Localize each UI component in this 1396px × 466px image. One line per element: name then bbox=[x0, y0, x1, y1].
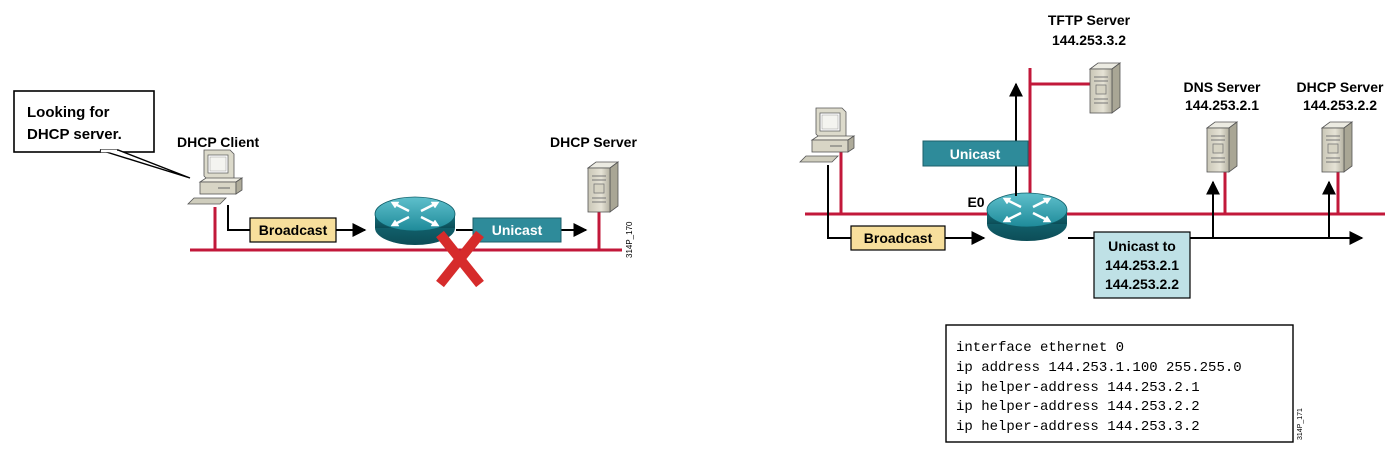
svg-text:144.253.2.1: 144.253.2.1 bbox=[1105, 257, 1179, 273]
callout-line-2: DHCP server. bbox=[27, 126, 122, 143]
config-line: ip helper-address 144.253.2.1 bbox=[956, 380, 1200, 396]
svg-text:Unicast to: Unicast to bbox=[1108, 238, 1176, 254]
left-broadcast-text: Broadcast bbox=[259, 222, 328, 238]
dns-server-label: DNS Server 144.253.2.1 bbox=[1183, 79, 1261, 113]
right-router-icon bbox=[985, 191, 1069, 243]
svg-text:144.253.2.2: 144.253.2.2 bbox=[1303, 97, 1377, 113]
interface-e0-label: E0 bbox=[967, 194, 984, 210]
right-broadcast-box: Broadcast bbox=[850, 225, 946, 251]
svg-text:DHCP Server: DHCP Server bbox=[1297, 79, 1384, 95]
tftp-server-icon bbox=[1089, 62, 1121, 114]
dhcp-server-icon bbox=[1321, 121, 1353, 173]
left-unicast-text: Unicast bbox=[492, 222, 543, 238]
router-config-box: interface ethernet 0 ip address 144.253.… bbox=[945, 324, 1294, 443]
svg-text:144.253.2.1: 144.253.2.1 bbox=[1185, 97, 1259, 113]
callout-looking-for-dhcp: Looking for DHCP server. bbox=[13, 90, 191, 179]
left-broadcast-box: Broadcast bbox=[249, 217, 337, 243]
left-figure-id: 314P_170 bbox=[625, 221, 634, 258]
callout-line-1: Looking for bbox=[27, 104, 110, 121]
svg-text:144.253.2.2: 144.253.2.2 bbox=[1105, 276, 1179, 292]
left-diagram: Looking for DHCP server. DHCP Client Bro… bbox=[13, 90, 637, 288]
right-workstation-icon bbox=[799, 107, 855, 163]
tftp-server-label: TFTP Server 144.253.3.2 bbox=[1048, 12, 1131, 48]
right-figure-id: 314P_171 bbox=[1297, 408, 1304, 440]
right-unicast-text: Unicast bbox=[950, 146, 1001, 162]
config-line: ip helper-address 144.253.2.2 bbox=[956, 399, 1200, 415]
right-unicast-box: Unicast bbox=[922, 140, 1029, 167]
unicast-to-box: Unicast to 144.253.2.1 144.253.2.2 bbox=[1093, 231, 1191, 299]
config-line: interface ethernet 0 bbox=[956, 340, 1124, 356]
dhcp-client-label: DHCP Client bbox=[177, 134, 260, 150]
blocked-x-icon bbox=[436, 230, 484, 288]
dns-server-icon bbox=[1206, 121, 1238, 173]
left-dhcp-server-label: DHCP Server bbox=[550, 134, 637, 150]
right-broadcast-text: Broadcast bbox=[864, 230, 933, 246]
svg-text:DNS Server: DNS Server bbox=[1183, 79, 1261, 95]
right-dhcp-server-label: DHCP Server 144.253.2.2 bbox=[1297, 79, 1384, 113]
left-unicast-box: Unicast bbox=[472, 217, 562, 243]
right-diagram: TFTP Server 144.253.3.2 DNS Server 144.2… bbox=[799, 12, 1385, 443]
config-line: ip address 144.253.1.100 255.255.0 bbox=[956, 360, 1242, 376]
svg-text:144.253.3.2: 144.253.3.2 bbox=[1052, 32, 1126, 48]
svg-text:TFTP Server: TFTP Server bbox=[1048, 12, 1131, 28]
server-icon bbox=[587, 161, 619, 213]
workstation-icon bbox=[187, 149, 243, 205]
config-line: ip helper-address 144.253.3.2 bbox=[956, 419, 1200, 435]
